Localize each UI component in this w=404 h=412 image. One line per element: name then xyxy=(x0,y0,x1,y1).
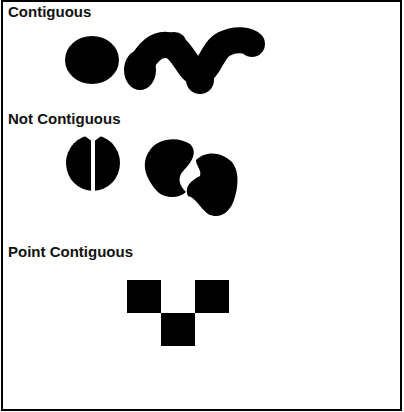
contiguous-circle xyxy=(65,36,119,84)
split-oval xyxy=(66,132,120,196)
separate-pieces xyxy=(145,139,238,216)
section-heading: Point Contiguous xyxy=(8,243,133,261)
point-squares xyxy=(127,280,229,346)
section-heading: Contiguous xyxy=(8,3,91,21)
contiguous-blob xyxy=(124,32,252,94)
section-heading: Not Contiguous xyxy=(8,110,120,128)
